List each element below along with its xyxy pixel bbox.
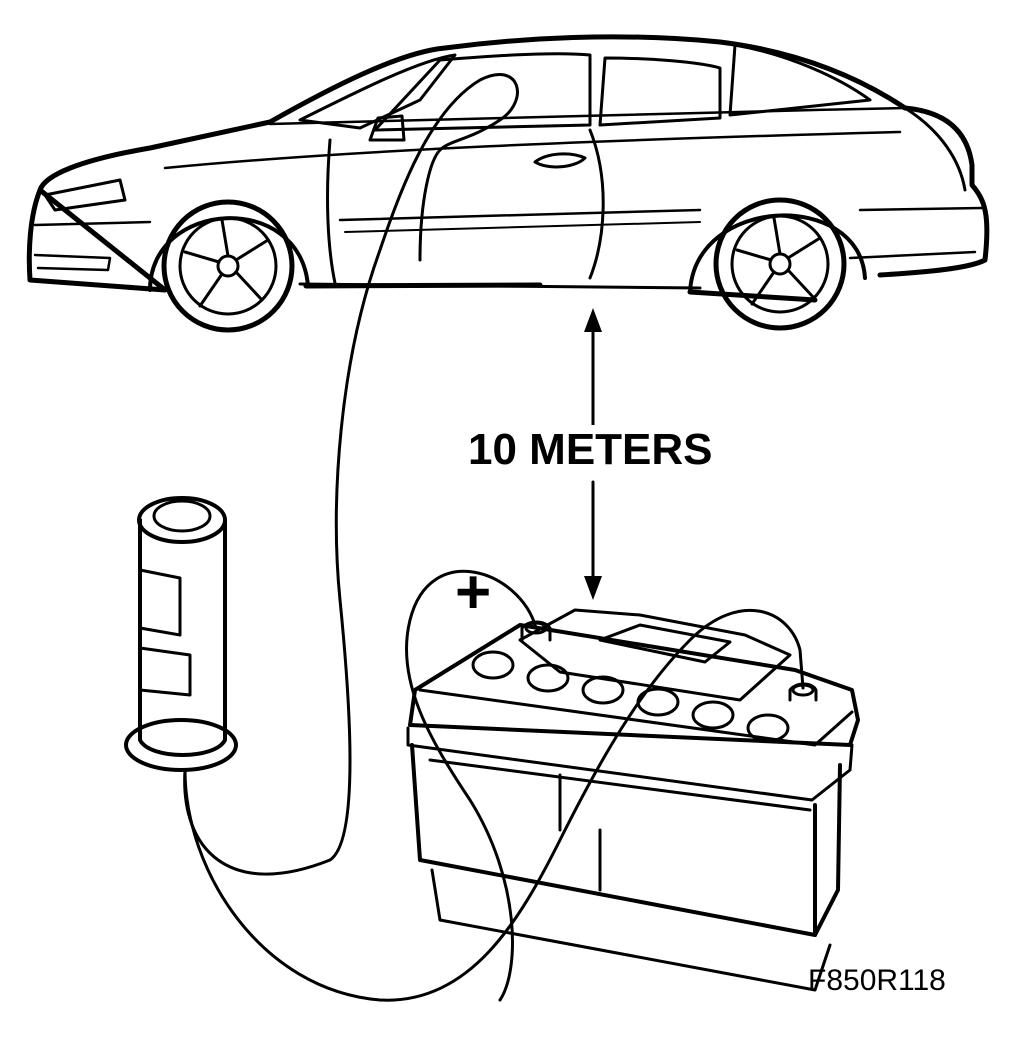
positive-terminal-symbol: + xyxy=(455,558,492,627)
car-icon xyxy=(26,34,990,333)
cable-positive xyxy=(405,569,538,1002)
cable-loop xyxy=(183,609,805,1002)
figure-id: F850R118 xyxy=(808,964,946,997)
antenna-coil-icon xyxy=(124,496,238,772)
arrow-head-bottom xyxy=(584,576,602,600)
cable-main xyxy=(183,73,519,876)
distance-label: 10 METERS xyxy=(466,425,715,475)
arrow-head-top xyxy=(584,308,602,332)
battery-icon xyxy=(406,608,860,992)
